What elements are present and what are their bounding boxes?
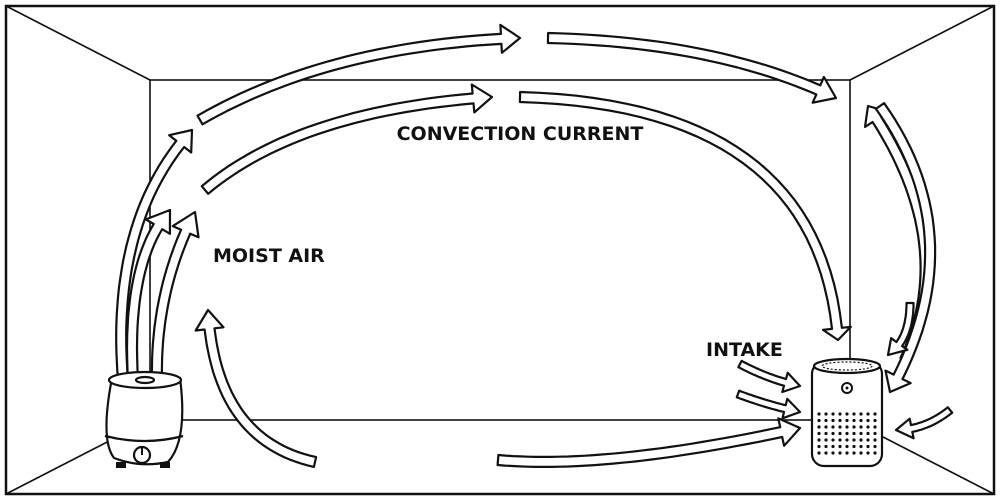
grille-hole bbox=[852, 418, 856, 423]
grille-hole bbox=[838, 431, 842, 436]
grille-hole bbox=[824, 418, 828, 423]
grille-hole bbox=[817, 418, 821, 423]
grille-hole bbox=[866, 418, 870, 423]
grille-hole bbox=[817, 438, 821, 442]
arrow-right-down bbox=[874, 102, 937, 394]
arrow-intake-2 bbox=[735, 389, 802, 420]
grille-hole bbox=[817, 451, 821, 455]
grille-hole bbox=[866, 444, 870, 449]
grille-hole bbox=[873, 451, 877, 455]
grille-hole bbox=[838, 425, 842, 429]
humidifier-body bbox=[105, 376, 184, 466]
grille-hole bbox=[831, 425, 835, 429]
grille-hole bbox=[866, 412, 870, 416]
grille-hole bbox=[824, 438, 828, 442]
arrow-top-inner bbox=[200, 83, 494, 195]
humidifier-mist-outlet bbox=[134, 375, 156, 385]
moist-air-label: MOIST AIR bbox=[213, 245, 325, 267]
arrow-mid-left bbox=[125, 208, 172, 382]
grille-hole bbox=[859, 425, 863, 429]
grille-hole bbox=[824, 444, 828, 449]
humidifier-foot-right bbox=[160, 462, 170, 468]
grille-hole bbox=[859, 438, 863, 442]
grille-hole bbox=[859, 444, 863, 449]
grille-hole bbox=[845, 444, 849, 449]
arrow-intake-right bbox=[894, 406, 954, 440]
grille-hole bbox=[866, 425, 870, 429]
room-edge-tr bbox=[849, 5, 995, 81]
grille-hole bbox=[852, 412, 856, 416]
grille-hole bbox=[852, 425, 856, 429]
grille-hole bbox=[845, 438, 849, 442]
grille-hole bbox=[817, 431, 821, 436]
grille-hole bbox=[824, 451, 828, 455]
grille-hole bbox=[824, 431, 828, 436]
grille-hole bbox=[859, 412, 863, 416]
arrow-small-right bbox=[886, 301, 915, 357]
grille-hole bbox=[866, 431, 870, 436]
arrow-return-up bbox=[194, 308, 318, 468]
grille-hole bbox=[873, 438, 877, 442]
arrow-moist-air bbox=[150, 210, 200, 382]
power-button-dot bbox=[845, 386, 849, 390]
arrow-down-to-intake bbox=[518, 90, 852, 342]
grille-hole bbox=[866, 451, 870, 455]
grille-hole bbox=[831, 431, 835, 436]
grille-hole bbox=[859, 418, 863, 423]
grille-hole bbox=[831, 418, 835, 423]
grille-hole bbox=[852, 438, 856, 442]
humidifier bbox=[104, 370, 184, 468]
purifier-vent-grille bbox=[821, 361, 873, 371]
grille-hole bbox=[873, 412, 877, 416]
grille-hole bbox=[845, 451, 849, 455]
room-outer-frame bbox=[4, 4, 996, 496]
grille-hole bbox=[831, 451, 835, 455]
convection-current-label: CONVECTION CURRENT bbox=[397, 123, 644, 145]
grille-hole bbox=[873, 444, 877, 449]
grille-hole bbox=[824, 425, 828, 429]
grille-hole bbox=[838, 451, 842, 455]
grille-hole bbox=[859, 431, 863, 436]
grille-hole bbox=[873, 425, 877, 429]
grille-hole bbox=[838, 444, 842, 449]
grille-hole bbox=[845, 431, 849, 436]
grille-hole bbox=[852, 431, 856, 436]
grille-hole bbox=[845, 412, 849, 416]
grille-hole bbox=[831, 438, 835, 442]
grille-hole bbox=[817, 444, 821, 449]
arrow-intake-1 bbox=[737, 359, 802, 394]
grille-hole bbox=[838, 418, 842, 423]
grille-hole bbox=[859, 451, 863, 455]
room-edge-tl bbox=[5, 5, 151, 81]
grille-hole bbox=[838, 438, 842, 442]
grille-hole bbox=[824, 412, 828, 416]
grille-hole bbox=[845, 418, 849, 423]
airflow-arrows bbox=[115, 23, 954, 468]
purifier-top-vent bbox=[812, 357, 882, 375]
arrow-top-outer bbox=[196, 23, 522, 126]
purifier-intake-grille bbox=[817, 412, 877, 455]
grille-hole bbox=[838, 412, 842, 416]
arrow-upper-left bbox=[115, 128, 194, 382]
grille-hole bbox=[852, 444, 856, 449]
humidifier-foot-left bbox=[116, 462, 126, 468]
grille-hole bbox=[831, 444, 835, 449]
arrow-bottom-return bbox=[496, 417, 802, 468]
grille-hole bbox=[831, 412, 835, 416]
grille-hole bbox=[873, 431, 877, 436]
air-purifier bbox=[810, 357, 884, 468]
grille-hole bbox=[873, 418, 877, 423]
arrow-top-right bbox=[546, 31, 838, 104]
intake-label: INTAKE bbox=[706, 339, 783, 361]
grille-hole bbox=[845, 425, 849, 429]
grille-hole bbox=[852, 451, 856, 455]
grille-hole bbox=[817, 412, 821, 416]
humidifier-base-line bbox=[104, 434, 184, 443]
grille-hole bbox=[866, 438, 870, 442]
grille-hole bbox=[817, 425, 821, 429]
